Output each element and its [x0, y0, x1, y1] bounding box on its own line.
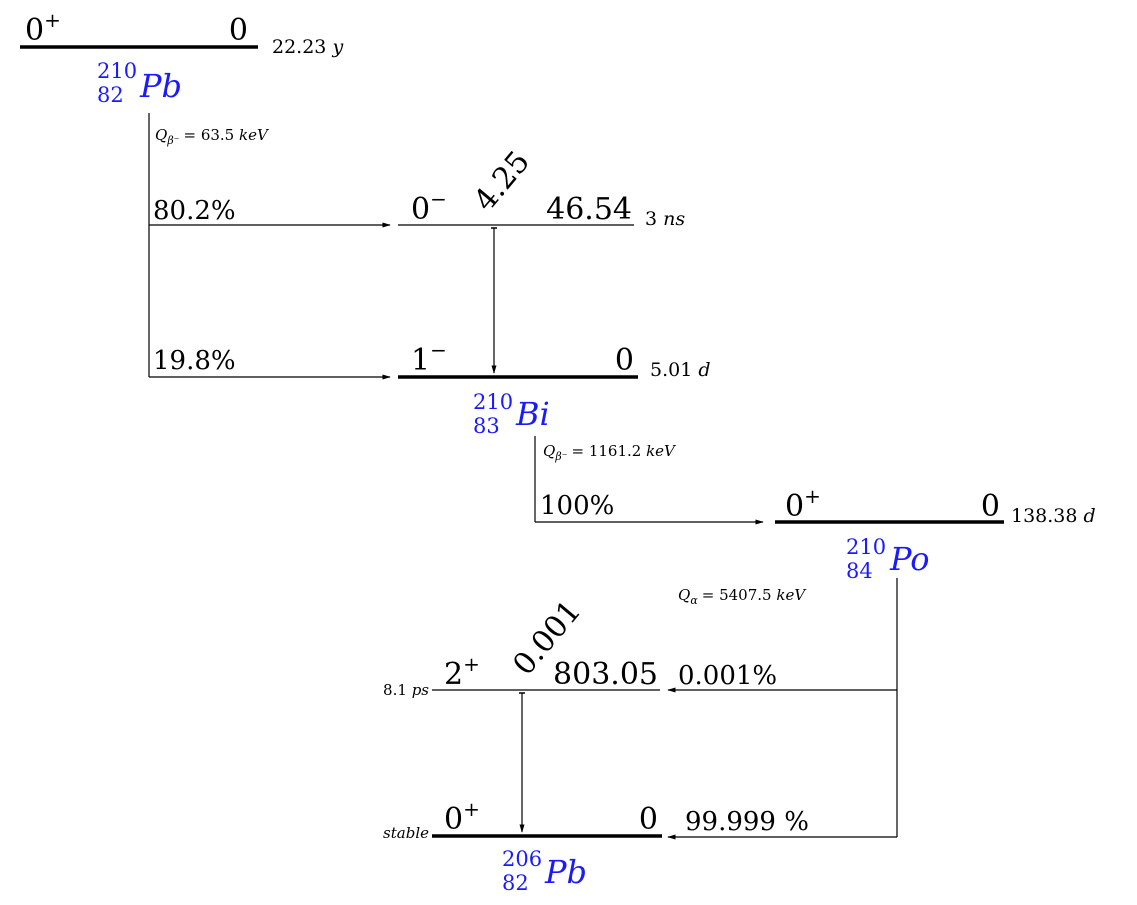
- pb206-excited-level: 2+ 803.05 8.1 ps 0.001: [383, 594, 660, 833]
- pb210-spin: 0+: [25, 8, 61, 48]
- bi210-branch-100: 100%: [540, 491, 614, 521]
- svg-text:84: 84: [846, 559, 873, 583]
- pb206-level: 0+ 0 stable 206 82 Pb: [383, 797, 662, 895]
- bi210-halflife: 5.01 d: [650, 359, 711, 381]
- pb206-halflife: stable: [383, 824, 429, 842]
- svg-text:82: 82: [97, 83, 124, 107]
- po210-nuclide-label: 210 84 Po: [846, 535, 930, 583]
- po210-branch-99999: 99.999 %: [685, 807, 809, 837]
- svg-text:Bi: Bi: [515, 395, 550, 433]
- svg-text:Pb: Pb: [139, 67, 182, 105]
- pb210-branch-80: 80.2%: [153, 196, 236, 226]
- pb210-decay: Qβ⁻= 63.5 keV 80.2% 19.8%: [148, 113, 391, 380]
- pb210-level: 0+ 0 22.23 y 210 82 Pb: [20, 8, 343, 107]
- bi210-excited-spin: 0−: [411, 187, 447, 227]
- pb210-nuclide-label: 210 82 Pb: [97, 59, 182, 107]
- pb210-branch-19: 19.8%: [153, 346, 236, 376]
- po210-branch-0001: 0.001%: [678, 661, 777, 691]
- po210-halflife: 138.38 d: [1011, 505, 1096, 527]
- pb206-excited-halflife: 8.1 ps: [383, 681, 429, 699]
- svg-text:Po: Po: [889, 540, 930, 578]
- po210-spin: 0+: [785, 484, 821, 524]
- pb206-excited-spin: 2+: [444, 652, 480, 692]
- bi210-decay: Qβ⁻= 1161.2 keV 100%: [534, 436, 764, 525]
- bi210-gamma-intensity: 4.25: [467, 144, 537, 218]
- svg-text:206: 206: [502, 847, 542, 871]
- po210-level: 0+ 0 138.38 d 210 84 Po: [775, 484, 1096, 583]
- svg-text:210: 210: [473, 390, 513, 414]
- pb206-spin: 0+: [444, 797, 480, 837]
- bi210-q-value: Qβ⁻= 1161.2 keV: [543, 442, 677, 463]
- bi210-level: 1− 0 5.01 d 210 83 Bi: [398, 338, 711, 438]
- svg-text:Pb: Pb: [544, 853, 587, 891]
- svg-text:210: 210: [97, 59, 137, 83]
- po210-decay: Qα= 5407.5 keV 0.001% 99.999 %: [667, 578, 898, 840]
- po210-energy: 0: [981, 489, 1000, 524]
- po210-q-value: Qα= 5407.5 keV: [678, 586, 807, 607]
- pb206-nuclide-label: 206 82 Pb: [502, 847, 587, 895]
- svg-text:210: 210: [846, 535, 886, 559]
- pb206-excited-energy: 803.05: [553, 657, 658, 692]
- pb210-halflife: 22.23 y: [272, 36, 343, 58]
- bi210-spin: 1−: [411, 338, 447, 378]
- bi210-excited-energy: 46.54: [546, 192, 632, 227]
- svg-text:82: 82: [502, 871, 529, 895]
- pb210-q-value: Qβ⁻= 63.5 keV: [155, 126, 270, 147]
- pb210-energy: 0: [229, 13, 248, 48]
- bi210-excited-halflife: 3 ns: [645, 208, 685, 230]
- pb206-energy: 0: [639, 802, 658, 837]
- bi210-nuclide-label: 210 83 Bi: [473, 390, 550, 438]
- bi210-energy: 0: [615, 343, 634, 378]
- svg-text:83: 83: [473, 414, 500, 438]
